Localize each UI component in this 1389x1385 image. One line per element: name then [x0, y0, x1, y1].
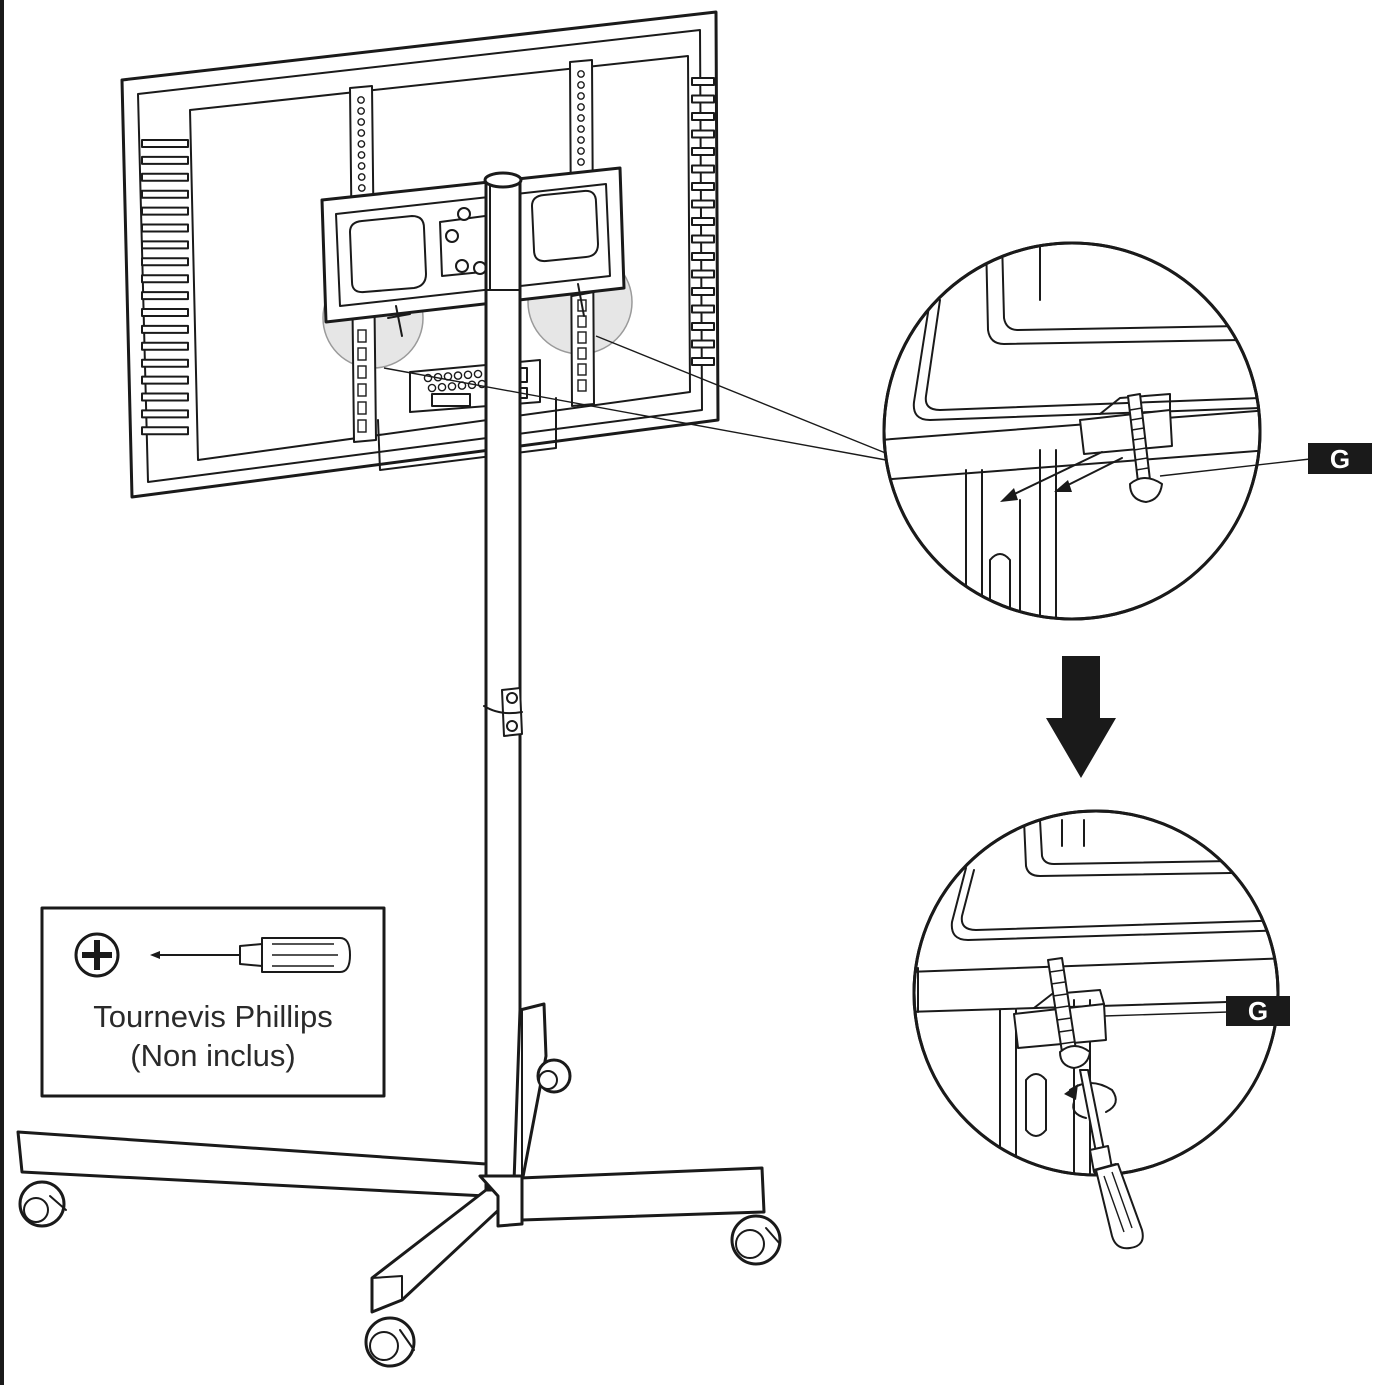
zoom-leader-top [595, 335, 889, 455]
vent-slot [141, 257, 189, 267]
vent-slot [141, 206, 189, 216]
caster-right [730, 1214, 782, 1266]
vent-slot [691, 287, 715, 296]
vent-slot [141, 155, 189, 165]
screwdriver-in-use [1095, 1163, 1144, 1250]
vent-slot [691, 304, 715, 314]
vent-slot [141, 409, 189, 419]
vent-slots-left [141, 139, 189, 436]
vent-slot [691, 339, 715, 349]
vent-slot [691, 129, 715, 139]
part-tag-g-lower-label: G [1248, 996, 1268, 1026]
vent-slot [141, 189, 189, 199]
phillips-cross-icon [74, 932, 120, 978]
screwdriver-icon [150, 937, 351, 973]
vent-slots-right [691, 77, 715, 366]
tool-note-label: (Non inclus) [130, 1038, 295, 1073]
vent-slot [691, 217, 715, 226]
vent-slot [691, 147, 715, 156]
zoom-leader-bottom [383, 367, 887, 461]
vent-slot [141, 358, 189, 368]
vent-slot [141, 375, 189, 385]
detail-view-insert-bolt [882, 241, 1262, 621]
caster-front [364, 1316, 416, 1368]
detail-view-tighten-bolt [912, 809, 1280, 1177]
vent-slot [141, 392, 189, 402]
part-tag-g-lower: G [1226, 996, 1290, 1026]
vent-slot [691, 112, 715, 121]
caster-left [18, 1180, 67, 1228]
vent-slot [691, 252, 715, 261]
vent-slot [141, 274, 189, 284]
vent-slot [691, 357, 715, 366]
vent-slot [141, 291, 189, 301]
tool-requirement-box: Tournevis Phillips (Non inclus) [40, 906, 386, 1098]
vent-slot [141, 240, 189, 250]
part-tag-g-upper: G [1308, 443, 1372, 474]
part-tag-g-upper-label: G [1330, 444, 1350, 474]
vent-slot [691, 77, 715, 86]
vent-slot [691, 182, 715, 191]
vent-slot [141, 341, 189, 351]
vent-slot [691, 322, 715, 331]
vent-slot [691, 164, 715, 174]
step-down-arrow [1046, 656, 1116, 778]
vent-slot [141, 223, 189, 233]
vent-slot [141, 308, 189, 317]
stand-pole [483, 171, 523, 1190]
vent-slot [691, 234, 715, 244]
vent-slot [141, 426, 189, 436]
vent-slot [691, 199, 715, 209]
tool-name-label: Tournevis Phillips [93, 999, 333, 1034]
vent-slot [141, 324, 189, 334]
vent-slot [141, 172, 189, 182]
stand-base [16, 1002, 766, 1314]
caster-back [536, 1058, 572, 1094]
vent-slot [691, 94, 715, 104]
vent-slot [141, 139, 189, 148]
vent-slot [691, 269, 715, 279]
